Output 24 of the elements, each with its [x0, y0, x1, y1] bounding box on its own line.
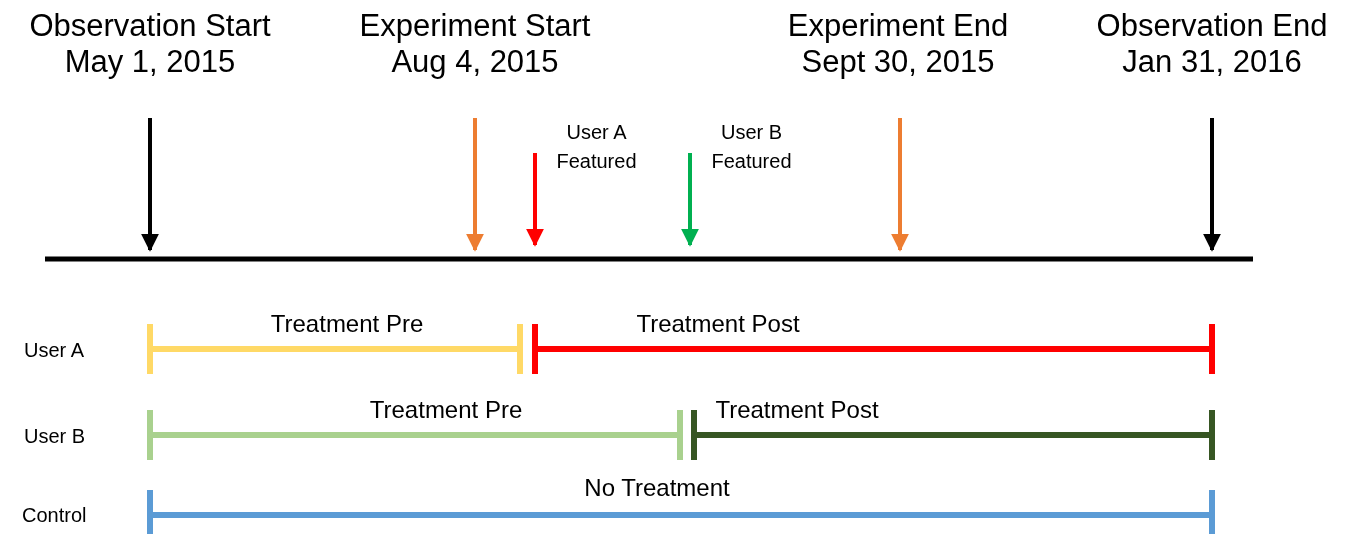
event-label: Observation End	[1095, 8, 1329, 44]
event-label: Sept 30, 2015	[800, 44, 996, 80]
arrow	[141, 118, 159, 252]
range-label: Treatment Post	[636, 310, 800, 338]
event-label: User A Featured	[555, 120, 638, 174]
range-label: Treatment Pre	[270, 310, 424, 338]
event-label: Experiment Start	[358, 8, 592, 44]
arrow	[1203, 118, 1221, 252]
event-label: Aug 4, 2015	[390, 44, 560, 80]
row-label: User A	[24, 338, 85, 362]
range-label: No Treatment	[584, 474, 730, 502]
range-label: Treatment Pre	[369, 396, 523, 424]
arrow	[466, 118, 484, 252]
event-label: Observation Start	[28, 8, 272, 44]
arrow	[526, 153, 544, 247]
event-label: Jan 31, 2016	[1121, 44, 1303, 80]
arrow	[681, 153, 699, 247]
event-label: May 1, 2015	[63, 44, 237, 80]
range-label: Treatment Post	[715, 396, 879, 424]
arrow	[891, 118, 909, 252]
event-label: User B Featured	[710, 120, 793, 174]
event-label: Experiment End	[786, 8, 1010, 44]
row-label: Control	[22, 503, 87, 527]
row-label: User B	[24, 424, 86, 448]
